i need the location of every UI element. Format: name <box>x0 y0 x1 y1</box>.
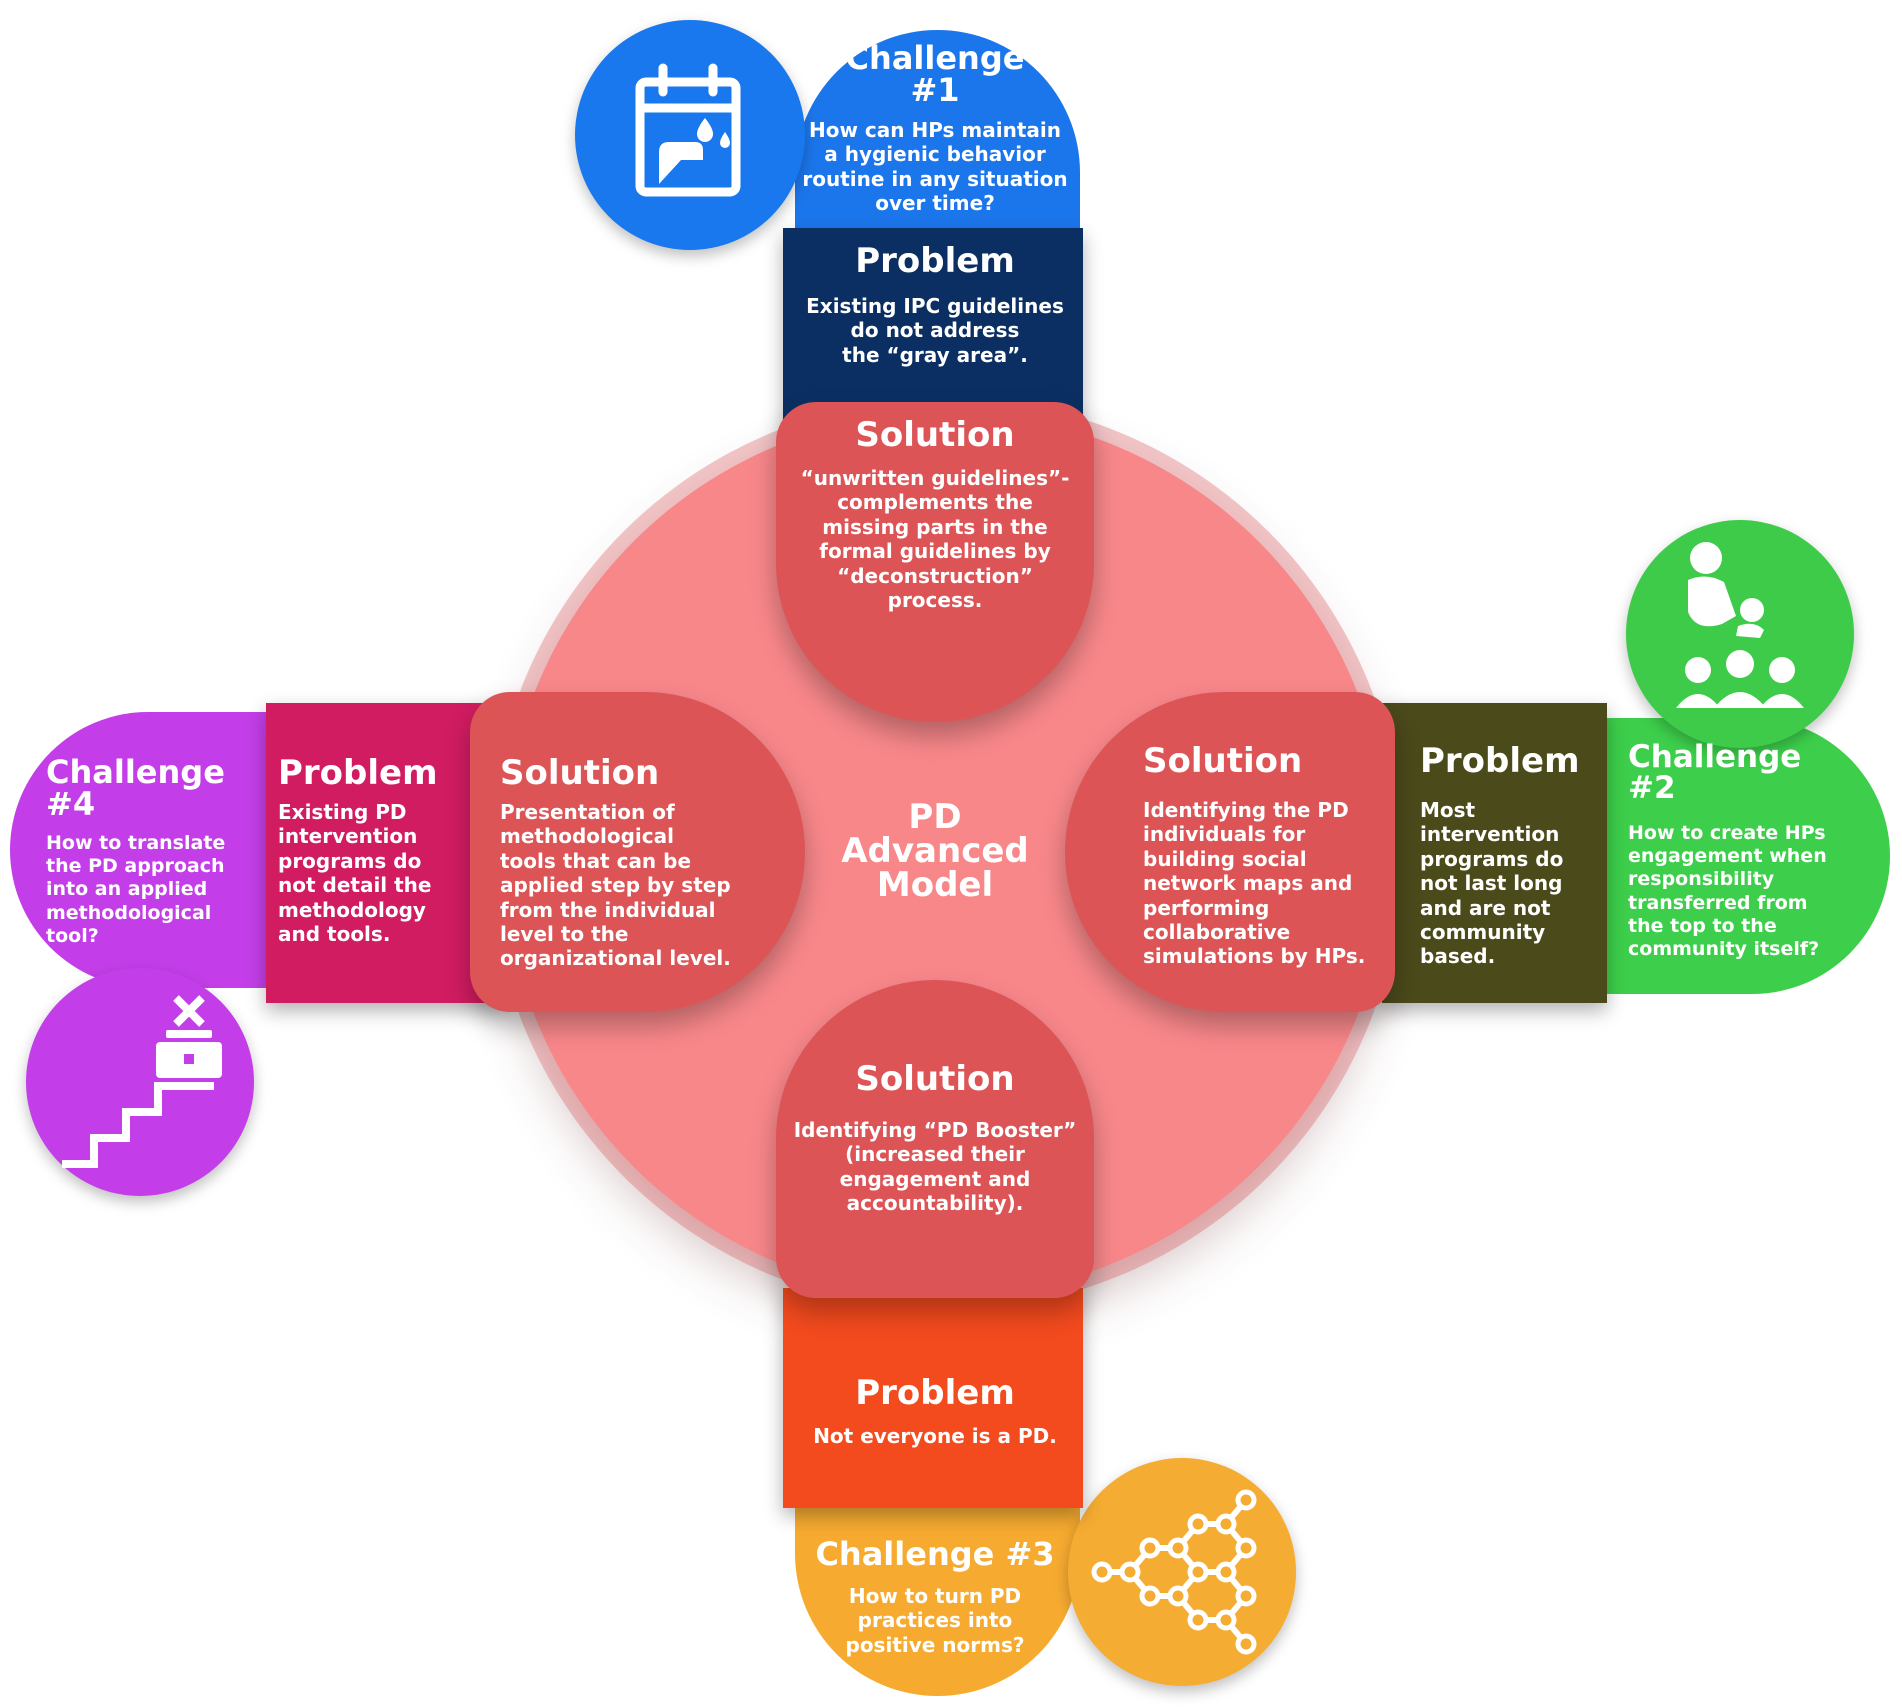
challenge-3-text: How to turn PD practices into positive n… <box>845 1584 1025 1657</box>
solution-4-panel <box>470 692 805 1012</box>
solution-2-panel <box>1065 692 1395 1012</box>
challenge-4-title: Challenge #4 <box>46 753 225 823</box>
network-hexagon-icon <box>1068 1458 1296 1686</box>
problem-1-title: Problem <box>855 241 1015 281</box>
challenge-4-text: How to translate the PD approach into an… <box>46 832 226 947</box>
problem-2-panel <box>1382 703 1607 1003</box>
problem-3-text: Not everyone is a PD. <box>813 1424 1057 1448</box>
problem-4-panel <box>266 703 506 1003</box>
community-care-icon <box>1626 520 1854 748</box>
calendar-handwash-icon <box>575 20 805 250</box>
solution-3-panel <box>776 980 1094 1298</box>
solution-4-text: Presentation of methodological tools tha… <box>500 800 731 971</box>
problem-4-title: Problem <box>278 753 438 793</box>
solution-3-title: Solution <box>855 1059 1015 1099</box>
solution-1-panel <box>776 402 1094 722</box>
challenge-3-title: Challenge #3 <box>815 1535 1055 1573</box>
problem-1-panel <box>783 228 1083 428</box>
challenge-4-panel <box>10 712 310 988</box>
problem-4-text: Existing PD intervention programs do not… <box>278 800 432 946</box>
challenge-2-text: How to create HPs engagement when respon… <box>1628 822 1827 960</box>
solution-2-title: Solution <box>1143 741 1303 781</box>
challenge-1-title: Challenge #1 <box>845 39 1025 109</box>
challenge-2-title: Challenge #2 <box>1628 739 1802 806</box>
problem-3-panel <box>783 1288 1083 1508</box>
problem-2-title: Problem <box>1420 741 1580 781</box>
solution-2-text: Identifying the PD individuals for build… <box>1143 798 1366 969</box>
solution-3-text: Identifying “PD Booster” (increased thei… <box>793 1118 1077 1216</box>
stairs-toolbox-icon <box>26 968 254 1196</box>
solution-4-title: Solution <box>500 753 660 793</box>
solution-1-title: Solution <box>855 415 1015 455</box>
challenge-1-text: How can HPs maintain a hygienic behavior… <box>802 118 1068 216</box>
problem-2-text: Most intervention programs do not last l… <box>1420 798 1564 969</box>
problem-3-title: Problem <box>855 1373 1015 1413</box>
solution-1-text: “unwritten guidelines”- complements the … <box>800 466 1070 612</box>
problem-1-text: Existing IPC guidelines do not address t… <box>806 294 1064 367</box>
center-title: PD Advanced Model <box>841 797 1029 905</box>
